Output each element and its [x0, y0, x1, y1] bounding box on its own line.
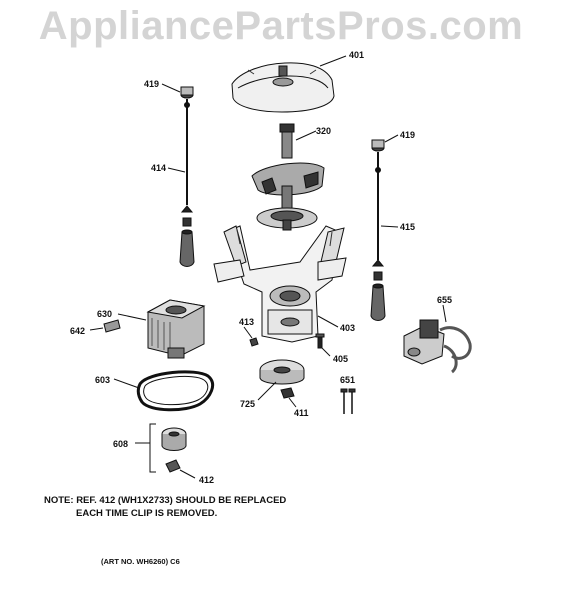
callout-725: 725 — [240, 399, 256, 409]
leader-415 — [380, 225, 399, 228]
callout-419-right: 419 — [400, 130, 416, 140]
part-642 — [103, 319, 121, 333]
leader-401 — [319, 55, 347, 67]
part-415-right-rod — [370, 152, 386, 321]
leader-419-right — [384, 134, 399, 143]
leader-403 — [317, 315, 339, 328]
part-411-nut — [280, 387, 295, 399]
part-603-belt — [136, 370, 214, 412]
part-655-pump — [403, 319, 472, 374]
callout-405: 405 — [333, 354, 349, 364]
leader-642 — [89, 327, 104, 331]
callout-651: 651 — [340, 375, 356, 385]
callout-414: 414 — [151, 163, 167, 173]
part-412-clip — [165, 459, 181, 473]
part-414-left-rod — [179, 99, 195, 267]
part-405-screw — [315, 333, 325, 349]
bracket-608 — [149, 423, 156, 473]
leader-630 — [117, 313, 147, 321]
callout-413: 413 — [239, 317, 255, 327]
leader-405 — [321, 347, 331, 357]
leader-655 — [442, 304, 447, 323]
leader-320 — [295, 130, 317, 141]
callout-603: 603 — [95, 375, 111, 385]
callout-630: 630 — [97, 309, 113, 319]
callout-411: 411 — [294, 408, 309, 418]
note-line-2: EACH TIME CLIP IS REMOVED. — [76, 508, 218, 519]
callout-608: 608 — [113, 439, 129, 449]
leader-603 — [113, 378, 140, 389]
part-630-motor — [146, 299, 206, 359]
leader-411 — [288, 397, 297, 408]
leader-413 — [243, 326, 253, 339]
callout-412: 412 — [199, 475, 215, 485]
callout-401: 401 — [349, 50, 365, 60]
note-line-1: NOTE: REF. 412 (WH1X2733) SHOULD BE REPL… — [44, 495, 287, 506]
callout-415: 415 — [400, 222, 416, 232]
part-725-pulley — [259, 359, 305, 385]
part-651-screws — [340, 388, 356, 414]
leader-419-left — [161, 83, 181, 93]
part-401-cover — [231, 62, 335, 113]
part-608-clutch — [161, 427, 187, 451]
part-413-nut — [249, 337, 259, 347]
leader-414 — [167, 167, 186, 173]
callout-642: 642 — [70, 326, 86, 336]
callout-320: 320 — [316, 126, 332, 136]
callout-419-left: 419 — [144, 79, 160, 89]
callout-403: 403 — [340, 323, 356, 333]
part-320-transmission — [251, 123, 325, 231]
part-403-bracket — [213, 225, 347, 343]
leader-412 — [179, 469, 196, 479]
art-number: (ART NO. WH6260) C6 — [101, 557, 180, 566]
callout-655: 655 — [437, 295, 453, 305]
leader-725 — [257, 381, 277, 401]
watermark: AppliancePartsPros.com — [38, 4, 524, 48]
part-419-right-cap — [371, 139, 385, 152]
part-419-left-cap — [180, 86, 194, 99]
